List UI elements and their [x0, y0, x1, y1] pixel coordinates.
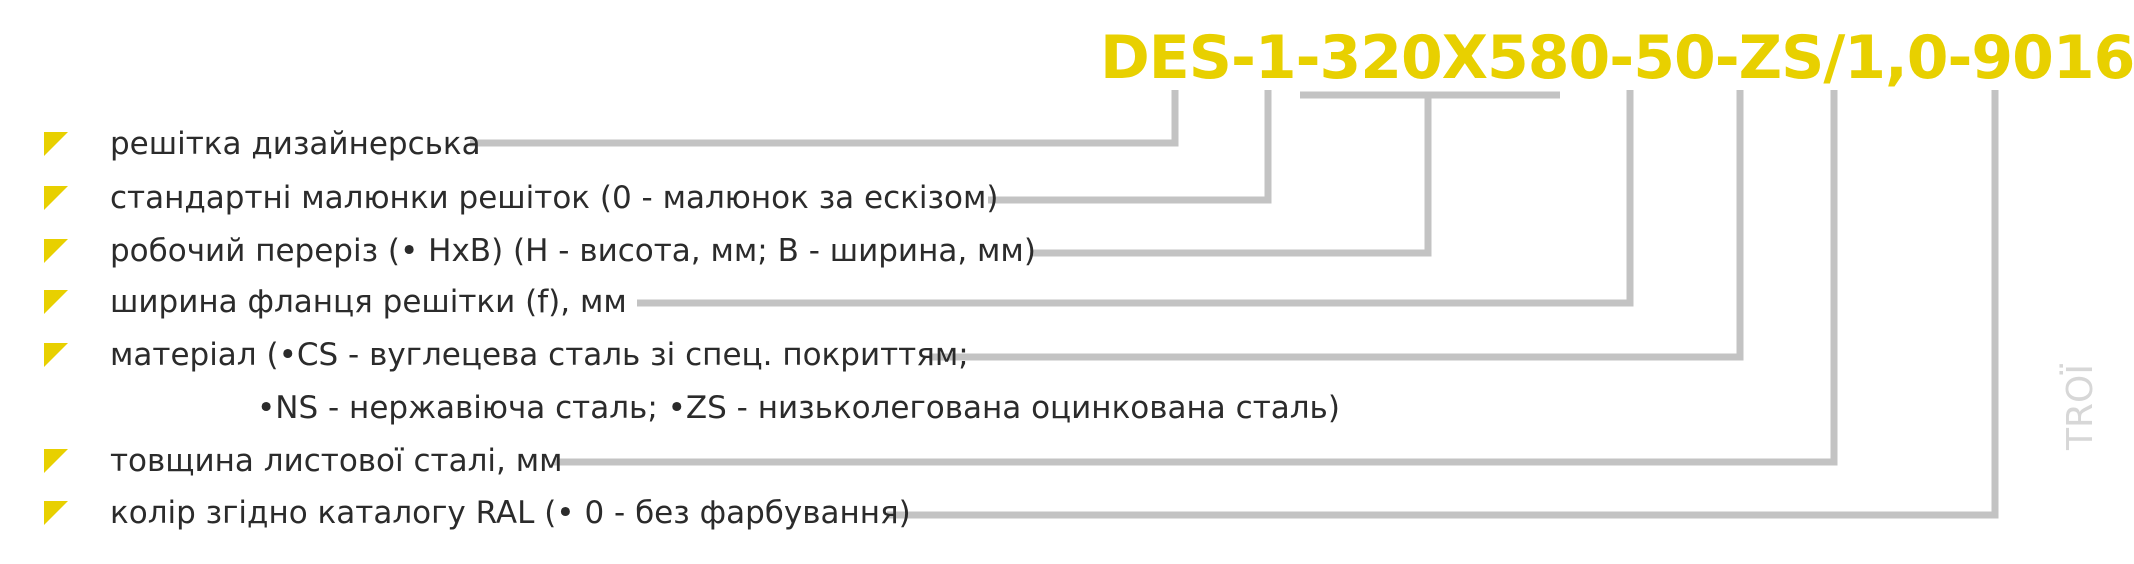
- leader-line-design-grille: [470, 90, 1179, 147]
- triangle-bullet-icon: [44, 290, 68, 314]
- legend-label: ширина фланця решітки (f), мм: [110, 284, 627, 320]
- legend-label: матеріал (•CS - вуглецева сталь зі спец.…: [110, 337, 969, 373]
- leader-line-pattern: [988, 90, 1272, 204]
- leader-line-thickness: [553, 90, 1838, 466]
- triangle-bullet-icon: [44, 343, 68, 367]
- watermark: TROЇ: [2060, 364, 2101, 450]
- triangle-bullet-icon: [44, 186, 68, 210]
- legend-label: стандартні малюнки решіток (0 - малюнок …: [110, 180, 999, 216]
- legend-label: робочий переріз (• HxB) (H - висота, мм;…: [110, 233, 1036, 269]
- triangle-bullet-icon: [44, 239, 68, 263]
- product-code: DES-1-320X580-50-ZS/1,0-9016: [1100, 23, 2134, 93]
- leader-line-working-section: [1032, 95, 1432, 257]
- triangle-bullet-icon: [44, 501, 68, 525]
- leader-line-flange: [637, 90, 1634, 307]
- legend-label: колір згідно каталогу RAL (• 0 - без фар…: [110, 495, 911, 531]
- legend-label-continuation: •NS - нержавіюча сталь; •ZS - низьколего…: [257, 390, 1340, 426]
- triangle-bullet-icon: [44, 449, 68, 473]
- legend-label: товщина листової сталі, мм: [110, 443, 563, 479]
- legend-label: решітка дизайнерська: [110, 126, 481, 162]
- triangle-bullet-icon: [44, 132, 68, 156]
- leader-line-material: [929, 90, 1744, 361]
- leader-line-ral: [887, 90, 1999, 519]
